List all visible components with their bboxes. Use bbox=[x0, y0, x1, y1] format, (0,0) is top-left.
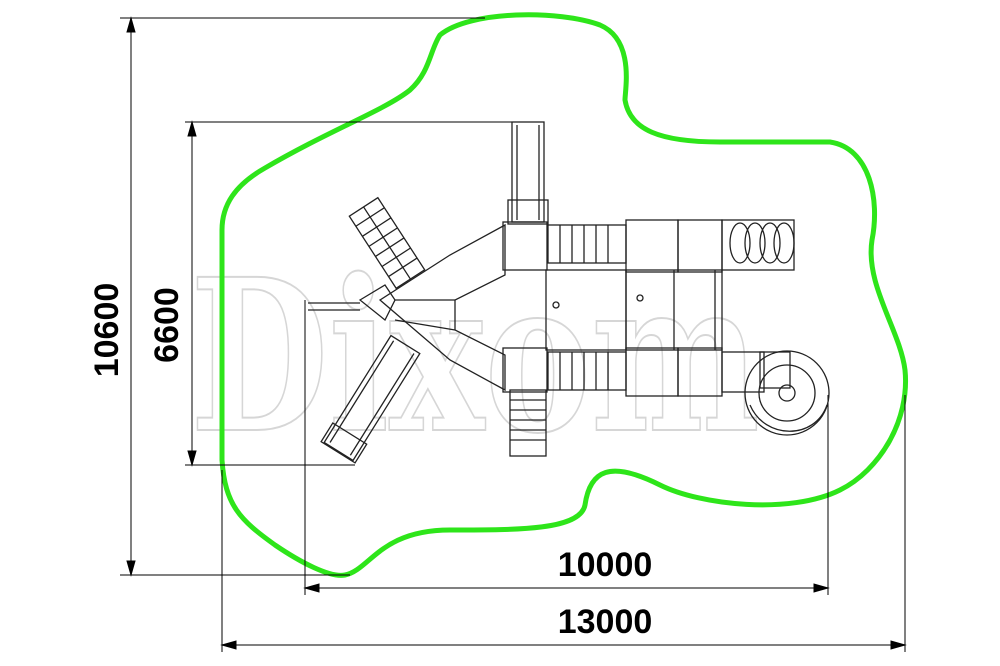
overall-height-label: 10600 bbox=[88, 283, 126, 378]
bottom-ramp bbox=[509, 389, 547, 457]
dimension-structure-width bbox=[303, 300, 830, 595]
lower-tower-row bbox=[502, 347, 765, 397]
structure-height-label: 6600 bbox=[148, 287, 186, 363]
central-platform bbox=[545, 269, 723, 351]
top-slide bbox=[507, 121, 549, 225]
overall-width-label: 13000 bbox=[558, 603, 653, 641]
spiral-slide bbox=[744, 350, 830, 436]
watermark: Dixom bbox=[190, 233, 760, 480]
dimension-overall-height bbox=[120, 16, 485, 577]
upper-left-ladder bbox=[348, 196, 426, 290]
left-entrance bbox=[308, 223, 506, 392]
safety-zone-outline bbox=[219, 12, 909, 578]
dimension-overall-width bbox=[220, 395, 907, 652]
structure-width-label: 10000 bbox=[558, 546, 653, 584]
lower-left-slide bbox=[320, 334, 421, 464]
tunnel-rings bbox=[729, 222, 795, 264]
dimension-structure-height bbox=[185, 120, 515, 467]
